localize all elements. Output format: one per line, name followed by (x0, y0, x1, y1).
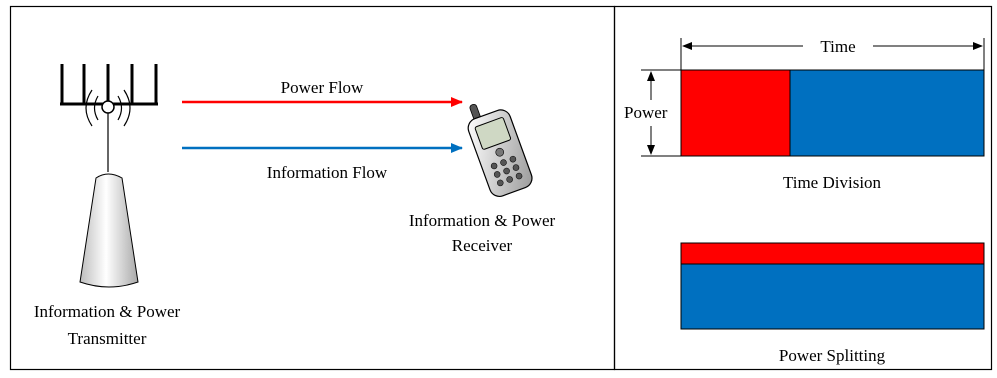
receiver-label-line1: Information & Power (408, 211, 556, 230)
power-splitting-information-share (680, 263, 985, 330)
antenna-tower-icon (60, 64, 158, 288)
time-division-label: Time Division (782, 173, 882, 192)
receiver-label-line2: Receiver (451, 236, 513, 255)
transmitter-label-line1: Information & Power (33, 302, 181, 321)
mobile-phone-icon (467, 103, 533, 197)
power-flow-label: Power Flow (280, 78, 364, 97)
right-panel-frame (613, 5, 993, 371)
time-division-information-slot (789, 69, 985, 157)
transmitter-label-line2: Transmitter (67, 329, 147, 348)
information-flow-label: Information Flow (266, 163, 388, 182)
time-axis-label: Time (820, 37, 856, 56)
power-splitting-power-share (680, 242, 985, 265)
time-division-power-slot (680, 69, 791, 157)
power-splitting-label: Power Splitting (778, 346, 886, 365)
power-axis-label: Power (624, 103, 668, 122)
